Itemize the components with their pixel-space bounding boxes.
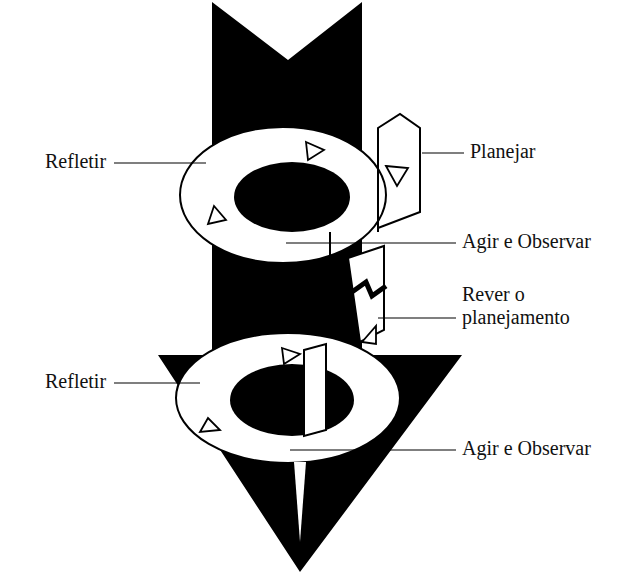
leader-line xyxy=(286,242,456,243)
direction-triangle xyxy=(306,142,324,160)
top-ring-hole xyxy=(234,162,350,232)
stage-label: Refletir xyxy=(45,370,106,393)
bottom-ring xyxy=(176,333,400,463)
direction-triangle xyxy=(362,326,376,344)
direction-triangle xyxy=(208,206,226,224)
direction-markers xyxy=(200,142,408,432)
direction-triangle xyxy=(282,348,300,364)
direction-triangle xyxy=(200,418,220,432)
stage-label: Agir e Observar xyxy=(462,230,591,253)
leader-line xyxy=(290,449,456,450)
leader-line xyxy=(378,317,456,318)
stage-label: Refletir xyxy=(45,150,106,173)
big-arrow xyxy=(158,2,462,572)
stage-label: Agir e Observar xyxy=(462,437,591,460)
leader-line xyxy=(114,162,206,163)
direction-triangle xyxy=(386,166,408,186)
leader-line xyxy=(422,152,464,153)
bottom-ring-hole xyxy=(230,364,354,436)
leader-lines xyxy=(114,153,464,450)
leader-line xyxy=(114,382,200,383)
ring-seam xyxy=(329,232,331,262)
stage-label: Planejar xyxy=(470,140,536,163)
ring-band xyxy=(304,344,326,436)
ring-seam xyxy=(377,150,379,232)
plan-ribbon xyxy=(378,114,420,228)
ribbon-notch xyxy=(352,282,386,296)
stage-label: Rever o planejamento xyxy=(462,283,592,329)
arrow-tail xyxy=(294,462,306,542)
